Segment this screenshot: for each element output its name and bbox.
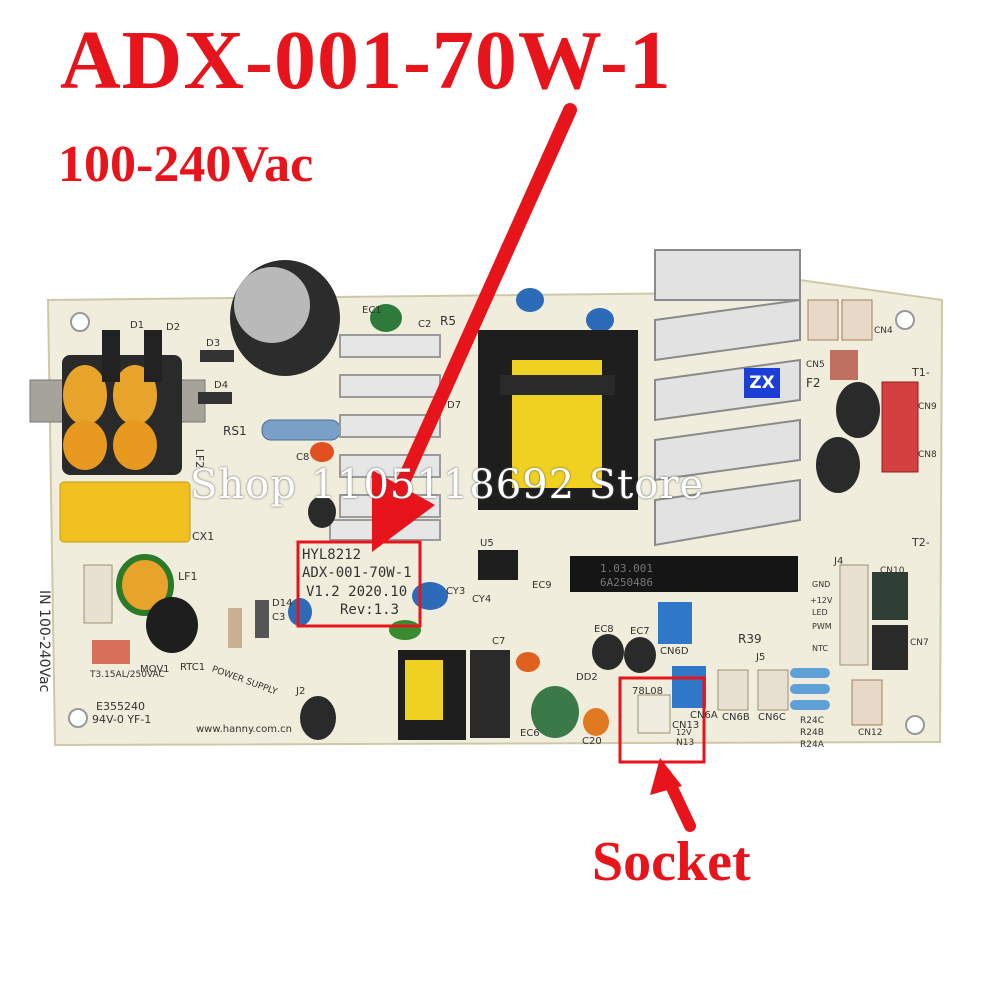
- ref-cn6b: CN6B: [722, 712, 750, 723]
- ref-cy4: CY4: [472, 594, 492, 605]
- pin-ntc: NTC: [812, 644, 828, 653]
- ref-cn6a: CN6A: [690, 710, 718, 721]
- ref-cn5: CN5: [806, 360, 825, 370]
- ref-cy3: CY3: [446, 586, 466, 597]
- pin-pwm: PWM: [812, 622, 832, 631]
- ref-t2: T2-: [912, 536, 930, 549]
- board-model-line-1: HYL8212: [302, 547, 362, 563]
- ref-dd2: DD2: [576, 672, 598, 683]
- ref-d1: D1: [130, 320, 145, 331]
- ref-j4: J4: [834, 556, 844, 567]
- ref-d2: D2: [166, 322, 181, 333]
- ref-cn10: CN10: [880, 566, 905, 576]
- ref-r24b: R24B: [800, 728, 824, 738]
- ref-cn13: CN13: [672, 720, 700, 731]
- ref-cn7: CN7: [910, 638, 929, 648]
- ul-number: E355240: [96, 700, 145, 713]
- ref-ec1: EC1: [362, 305, 382, 316]
- ref-d4: D4: [214, 380, 229, 391]
- store-watermark: Shop 1105118692 Store: [190, 462, 705, 508]
- ref-rtc1: RTC1: [180, 662, 206, 673]
- socket-label: Socket: [592, 831, 751, 893]
- ref-mov1: MOV1: [140, 664, 170, 675]
- board-revision: Rev:1.3: [340, 602, 400, 618]
- ref-lf2: LF2: [193, 448, 207, 469]
- ref-d3: D3: [206, 338, 221, 349]
- voltage-subtitle: 100-240Vac: [58, 136, 314, 193]
- input-voltage-label: IN 100-240Vac: [36, 590, 52, 693]
- ref-t1: T1-: [912, 366, 930, 379]
- ref-cx1: CX1: [192, 530, 215, 543]
- chip-code-2: 6A250486: [600, 576, 653, 589]
- ref-n13: N13: [676, 738, 695, 748]
- flammability-rating: 94V-0 YF-1: [92, 713, 152, 726]
- ref-cn8: CN8: [918, 450, 937, 460]
- ref-c2: C2: [418, 319, 432, 330]
- ref-ec7: EC7: [630, 626, 650, 637]
- ref-rs1: RS1: [223, 424, 247, 438]
- ref-lf1: LF1: [178, 570, 198, 583]
- ref-u5: U5: [480, 538, 494, 549]
- board-model-line-2: ADX-001-70W-1: [302, 565, 412, 581]
- ref-c20: C20: [582, 736, 602, 747]
- brand-badge: ZX: [744, 368, 780, 398]
- ref-cn6c: CN6C: [758, 712, 786, 723]
- product-title: ADX-001-70W-1: [60, 14, 672, 107]
- ref-r24a: R24A: [800, 740, 824, 750]
- ref-j5: J5: [756, 652, 766, 663]
- board-model-line-3: V1.2 2020.10: [306, 584, 408, 600]
- pin-gnd: GND: [812, 580, 831, 589]
- ref-cn9: CN9: [918, 402, 937, 412]
- ref-j2: J2: [296, 686, 306, 697]
- ref-d14: D14: [272, 598, 293, 609]
- ref-cn6d: CN6D: [660, 646, 689, 657]
- ref-c8: C8: [296, 452, 310, 463]
- ref-ec6: EC6: [520, 728, 540, 739]
- fuse-rating: T3.15AL/250VAC: [90, 670, 165, 680]
- regulator-label: 78L08: [632, 686, 664, 697]
- ref-f2: F2: [806, 376, 821, 390]
- pin-12v: +12V: [810, 596, 833, 605]
- pin-led: LED: [812, 608, 828, 617]
- ref-ec9: EC9: [532, 580, 552, 591]
- ref-c7: C7: [492, 636, 506, 647]
- chip-code-1: 1.03.001: [600, 562, 653, 575]
- ref-r39: R39: [738, 632, 762, 646]
- pin-12v-cn13: 12V: [676, 728, 692, 737]
- ref-cn12: CN12: [858, 728, 883, 738]
- ref-cn4: CN4: [874, 326, 893, 336]
- ref-ec8: EC8: [594, 624, 614, 635]
- manufacturer-website: www.hanny.com.cn: [196, 724, 292, 735]
- ref-c3: C3: [272, 612, 286, 623]
- ref-r5: R5: [440, 314, 456, 328]
- ref-r24c: R24C: [800, 716, 824, 726]
- ref-d7: D7: [447, 400, 462, 411]
